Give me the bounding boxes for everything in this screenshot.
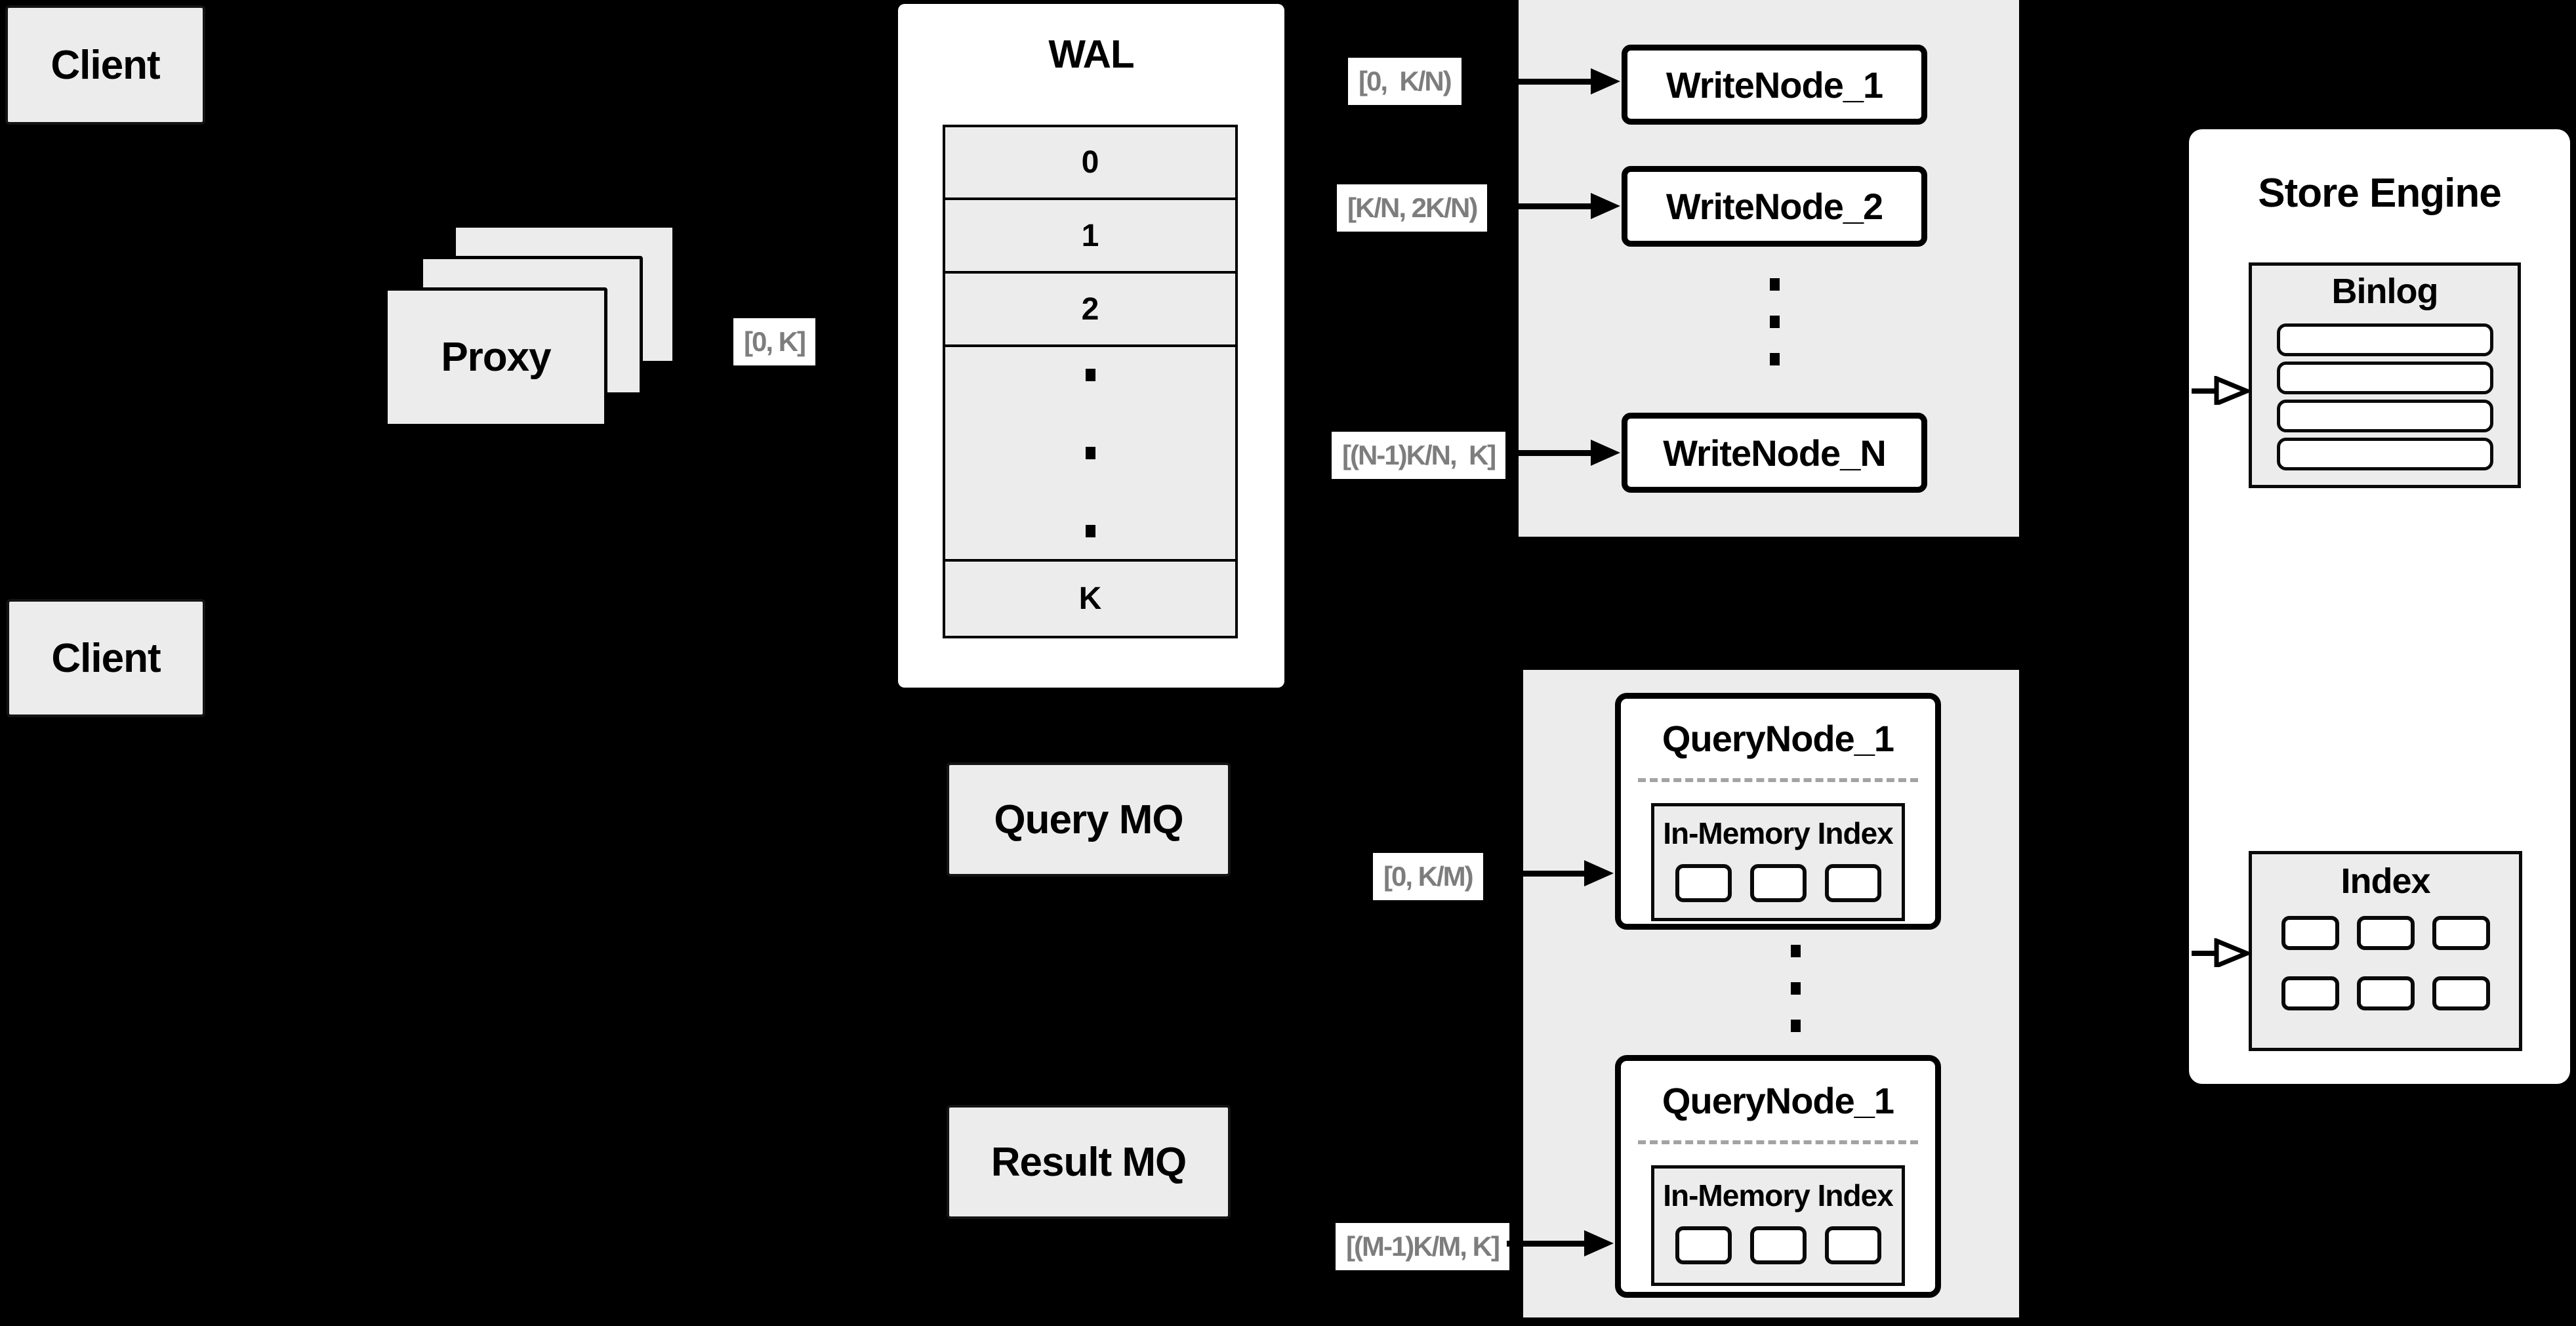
wal-row-2: 2 [945,274,1235,347]
wal-vertical-ellipsis-icon [1085,369,1095,537]
arrow-to-binlog [2192,376,2251,405]
client-top-label: Client [51,42,160,88]
query-range-label-bottom: [(M-1)K/M, K] [1336,1223,1509,1270]
index-segment-icon [2432,976,2490,1010]
query-node-bottom-inmemory-box: In-Memory Index [1651,1165,1905,1286]
wal-title: WAL [1048,32,1134,76]
query-node-top: QueryNode_1 In-Memory Index [1615,693,1941,930]
write-node-n-label: WriteNode_N [1663,432,1887,474]
write-range-label-n: [(N-1)K/N, K] [1332,432,1506,479]
write-node-1-label: WriteNode_1 [1666,64,1883,106]
segment-icon [1749,1226,1807,1264]
segment-icon [1749,864,1807,902]
index-segments [2252,916,2519,1010]
binlog-row-icon [2276,362,2493,394]
query-nodes-vertical-ellipsis-icon [1791,945,1801,1032]
query-mq-label: Query MQ [994,797,1183,842]
index-segment-icon [2281,916,2339,950]
arrow-to-query-node-top [1507,860,1614,886]
query-node-top-inmemory-box: In-Memory Index [1651,803,1905,921]
write-range-label-2: [K/N, 2K/N) [1337,184,1488,232]
result-mq-label: Result MQ [991,1139,1187,1185]
index-segment-icon [2356,976,2415,1010]
binlog-row-icon [2276,438,2493,470]
arrow-to-write-node-1 [1513,68,1620,94]
wal-row-0: 0 [945,127,1235,200]
wal-table: 0 1 2 K [943,125,1238,638]
arrow-to-write-node-2 [1513,193,1620,219]
binlog-title: Binlog [2331,272,2439,311]
query-node-bottom-divider [1638,1140,1918,1144]
wal-row-1: 1 [945,200,1235,274]
result-mq-box: Result MQ [947,1105,1231,1219]
write-node-2: WriteNode_2 [1622,166,1927,247]
arrow-to-query-node-bottom [1507,1230,1614,1256]
query-mq-box: Query MQ [947,762,1231,877]
client-box-top: Client [5,5,205,125]
wal-row-k: K [945,562,1235,636]
index-segment-icon [2281,976,2339,1010]
write-nodes-vertical-ellipsis-icon [1770,278,1780,365]
proxy-card-front: Proxy [384,287,607,427]
arrow-to-index [2192,938,2251,967]
query-node-top-label: QueryNode_1 [1662,718,1894,759]
proxy-range-label: [0, K] [733,318,815,365]
inmemory-index-title-top: In-Memory Index [1663,816,1894,850]
index-segment-icon [2432,916,2490,950]
store-engine-box: Store Engine Binlog Index [2189,129,2570,1084]
index-segment-icon [2356,916,2415,950]
query-node-bottom-label: QueryNode_1 [1662,1080,1894,1121]
query-node-top-divider [1638,778,1918,782]
inmemory-segments-top [1675,864,1881,902]
wal-box: WAL 0 1 2 K [898,4,1284,688]
segment-icon [1675,1226,1732,1264]
binlog-rows [2252,323,2518,470]
wal-row-ellipsis [945,347,1235,562]
index-title: Index [2341,861,2430,901]
segment-icon [1824,1226,1881,1264]
binlog-row-icon [2276,400,2493,432]
segment-icon [1675,864,1732,902]
write-node-1: WriteNode_1 [1622,45,1927,125]
arrow-to-write-node-n [1513,440,1620,466]
segment-icon [1824,864,1881,902]
write-node-n: WriteNode_N [1622,413,1927,493]
binlog-box: Binlog [2249,262,2521,488]
index-box: Index [2249,851,2522,1051]
query-node-bottom: QueryNode_1 In-Memory Index [1615,1055,1941,1298]
write-range-label-1: [0, K/N) [1348,58,1462,105]
proxy-label: Proxy [441,335,551,380]
inmemory-index-title-bottom: In-Memory Index [1663,1178,1894,1212]
inmemory-segments-bottom [1675,1226,1881,1264]
client-bottom-label: Client [51,635,161,681]
binlog-row-icon [2276,323,2493,356]
store-engine-title: Store Engine [2258,171,2501,216]
client-box-bottom: Client [7,599,205,717]
query-range-label-top: [0, K/M) [1373,853,1483,900]
write-node-2-label: WriteNode_2 [1666,186,1883,227]
